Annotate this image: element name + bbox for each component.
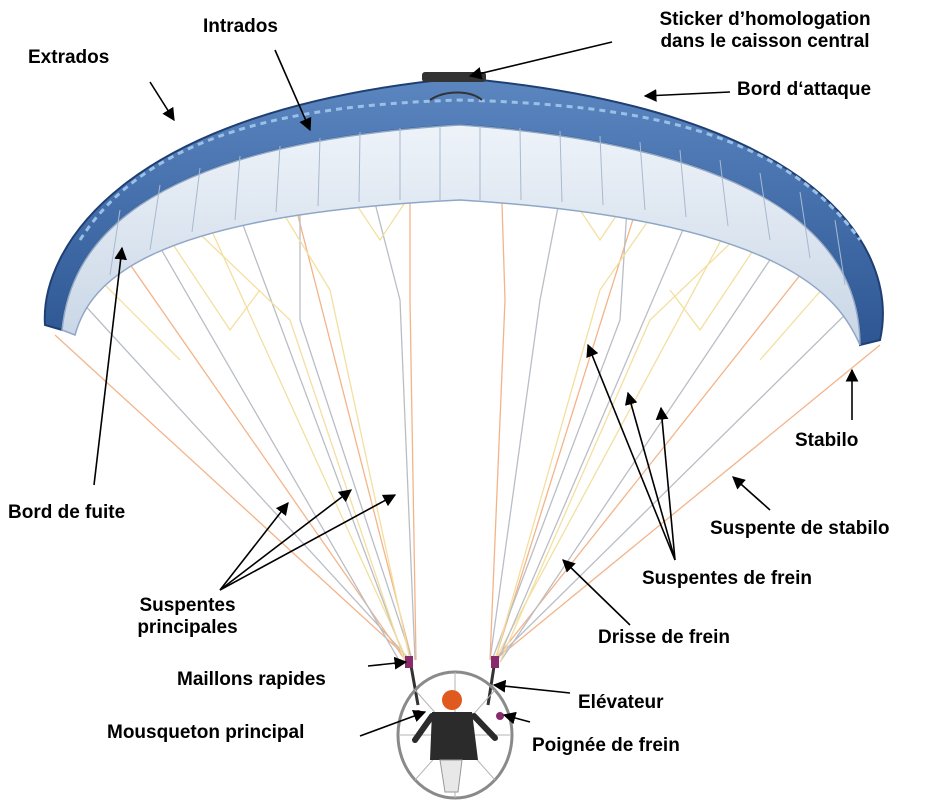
label-maillons-rapides: Maillons rapides bbox=[177, 669, 326, 691]
label-bord-de-fuite: Bord de fuite bbox=[8, 502, 125, 524]
arrow-poignee-frein bbox=[504, 715, 530, 722]
label-suspentes-frein: Suspentes de frein bbox=[642, 568, 812, 590]
label-sticker-line1: Sticker d’homologation bbox=[620, 9, 910, 31]
label-suspentes-principales-line2: principales bbox=[120, 617, 255, 639]
arrow-suspente-stabilo bbox=[733, 477, 770, 510]
label-suspentes-principales: Suspentes principales bbox=[120, 595, 255, 639]
arrow-sticker bbox=[470, 42, 612, 76]
arrow-mousqueton bbox=[360, 712, 425, 736]
label-sticker: Sticker d’homologation dans le caisson c… bbox=[620, 9, 910, 53]
label-sticker-line2: dans le caisson central bbox=[620, 31, 910, 53]
arrow-bord-attaque bbox=[645, 92, 730, 96]
arrow-elevateur bbox=[494, 685, 570, 693]
arrow-extrados bbox=[150, 82, 174, 120]
label-suspente-stabilo: Suspente de stabilo bbox=[710, 518, 889, 540]
arrow-drisse-frein bbox=[563, 560, 630, 625]
label-extrados: Extrados bbox=[28, 47, 109, 69]
label-stabilo: Stabilo bbox=[795, 430, 858, 452]
arrow-maillons-rapides bbox=[368, 662, 406, 666]
label-mousqueton-principal: Mousqueton principal bbox=[107, 722, 304, 744]
pilot-helmet bbox=[442, 690, 462, 710]
brake-handle-right bbox=[496, 712, 504, 720]
label-poignee-frein: Poignée de frein bbox=[532, 735, 680, 757]
label-bord-attaque: Bord d‘attaque bbox=[737, 79, 871, 101]
label-intrados: Intrados bbox=[203, 16, 278, 38]
quick-links bbox=[405, 656, 499, 668]
homologation-sticker bbox=[422, 72, 486, 82]
label-drisse-frein: Drisse de frein bbox=[598, 627, 730, 649]
label-elevateur: Elévateur bbox=[578, 692, 664, 714]
arrow-suspentes-frein-1 bbox=[588, 345, 675, 560]
label-suspentes-principales-line1: Suspentes bbox=[120, 595, 255, 617]
paramotor bbox=[398, 672, 512, 798]
